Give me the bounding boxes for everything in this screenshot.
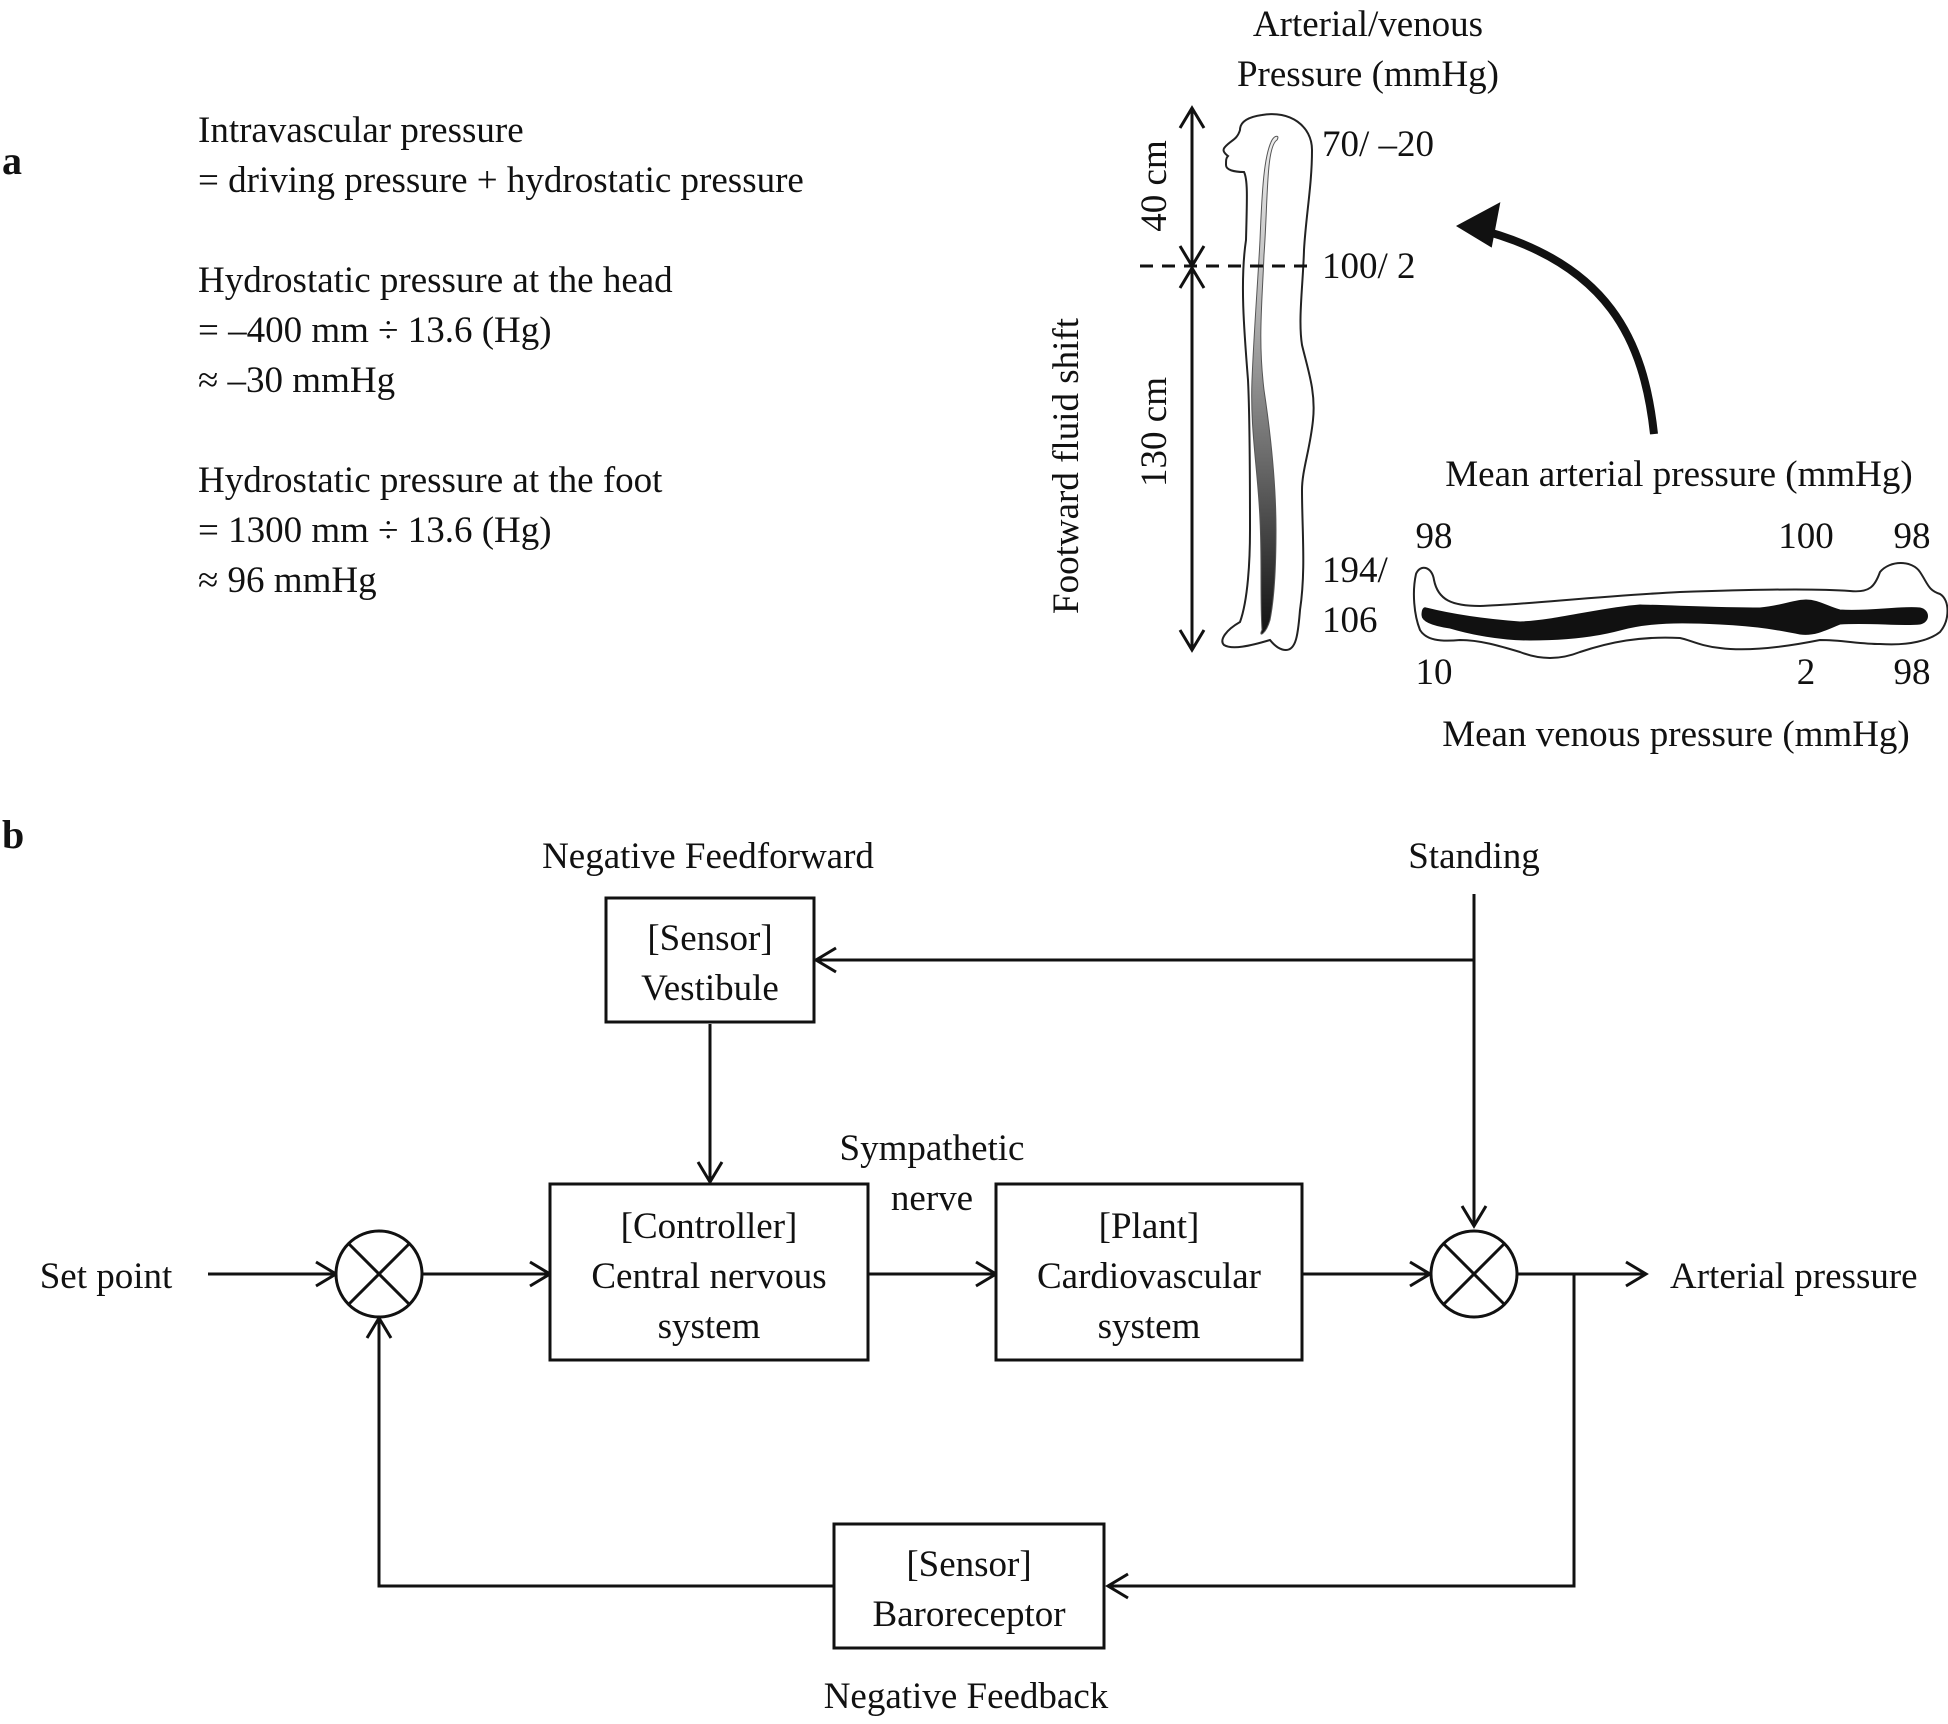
standing-figure: Arterial/venous Pressure (mmHg) 70/ –20 …: [1046, 4, 1499, 653]
standing-vessel: [1251, 135, 1279, 635]
arterial-value-heart: 100: [1778, 516, 1834, 557]
posture-change-arrow: [1455, 202, 1658, 435]
equation-line-8: ≈ 96 mmHg: [198, 560, 377, 601]
equation-line-2: = driving pressure + hydrostatic pressur…: [198, 160, 804, 201]
equation-line-4: = –400 mm ÷ 13.6 (Hg): [198, 310, 552, 351]
controller-box-line-2: Central nervous: [591, 1256, 826, 1297]
summing-junction-1: [334, 1229, 424, 1319]
lower-length-label: 130 cm: [1134, 377, 1175, 487]
controller-box-line-3: system: [658, 1306, 761, 1347]
plant-box-line-2: Cardiovascular: [1037, 1256, 1261, 1297]
foot-pressure-value-line-1: 194/: [1322, 550, 1389, 591]
vestibule-box-line-1: [Sensor]: [647, 918, 772, 959]
standing-title-line-1: Arterial/venous: [1253, 4, 1483, 45]
standing-title-line-2: Pressure (mmHg): [1237, 54, 1499, 95]
standing-label: Standing: [1408, 836, 1540, 877]
plant-box: [Plant] Cardiovascular system: [994, 1182, 1304, 1362]
feedback-loop-path: [365, 1274, 1576, 1600]
mean-arterial-pressure-title: Mean arterial pressure (mmHg): [1445, 454, 1912, 495]
venous-value-foot: 10: [1416, 652, 1453, 693]
heart-pressure-value: 100/ 2: [1322, 246, 1416, 287]
baroreceptor-box-line-1: [Sensor]: [906, 1544, 1031, 1585]
equation-line-3: Hydrostatic pressure at the head: [198, 260, 673, 301]
supine-figure: Mean arterial pressure (mmHg) 98 100 98 …: [1412, 454, 1948, 755]
panel-b-label: b: [2, 812, 24, 857]
sympathetic-nerve-label-line-2: nerve: [891, 1178, 973, 1219]
arterial-pressure-output-label: Arterial pressure: [1670, 1256, 1918, 1297]
equation-line-1: Intravascular pressure: [198, 110, 524, 151]
controller-box-line-1: [Controller]: [621, 1206, 798, 1247]
vestibule-to-controller-arrow: [696, 1024, 724, 1185]
plant-to-junction-arrow: [1302, 1260, 1433, 1288]
controller-to-plant-arrow: [868, 1260, 999, 1288]
equation-line-7: = 1300 mm ÷ 13.6 (Hg): [198, 510, 552, 551]
plant-box-line-1: [Plant]: [1099, 1206, 1200, 1247]
upper-length-arrow: [1178, 105, 1206, 269]
lower-length-arrow: [1178, 265, 1206, 653]
feedforward-title: Negative Feedforward: [542, 836, 874, 877]
venous-value-heart: 2: [1797, 652, 1816, 693]
foot-pressure-value-line-2: 106: [1322, 600, 1378, 641]
supine-vessel: [1421, 599, 1928, 641]
sympathetic-nerve-label-line-1: Sympathetic: [840, 1128, 1025, 1169]
set-point-label: Set point: [40, 1256, 173, 1297]
venous-value-head: 98: [1894, 652, 1931, 693]
feedback-title: Negative Feedback: [824, 1676, 1109, 1717]
summing-junction-2: [1429, 1229, 1519, 1319]
baroreceptor-box-line-2: Baroreceptor: [872, 1594, 1065, 1635]
standing-signal-paths: [813, 894, 1488, 1229]
output-arrow: [1517, 1260, 1649, 1288]
arterial-value-head: 98: [1894, 516, 1931, 557]
mean-venous-pressure-title: Mean venous pressure (mmHg): [1442, 714, 1910, 755]
vestibule-sensor-box: [Sensor] Vestibule: [604, 896, 816, 1024]
equation-line-6: Hydrostatic pressure at the foot: [198, 460, 663, 501]
panel-a-label: a: [2, 138, 22, 183]
panel-b: b Negative Feedforward Standing [Sensor]…: [2, 812, 1918, 1717]
vestibule-box-line-2: Vestibule: [641, 968, 779, 1009]
baroreceptor-sensor-box: [Sensor] Baroreceptor: [832, 1522, 1106, 1650]
plant-box-line-3: system: [1098, 1306, 1201, 1347]
standing-body-outline: [1221, 113, 1315, 652]
junction-to-controller-arrow: [422, 1260, 553, 1288]
equation-line-5: ≈ –30 mmHg: [198, 360, 395, 401]
arterial-value-foot: 98: [1416, 516, 1453, 557]
upper-length-label: 40 cm: [1134, 140, 1175, 232]
set-point-arrow: [208, 1260, 339, 1288]
hydrostatic-equations: Intravascular pressure = driving pressur…: [198, 110, 804, 601]
footward-fluid-shift-label: Footward fluid shift: [1046, 317, 1087, 614]
panel-a: a Intravascular pressure = driving press…: [2, 4, 1948, 755]
controller-box: [Controller] Central nervous system: [548, 1182, 870, 1362]
head-pressure-value: 70/ –20: [1322, 124, 1434, 165]
